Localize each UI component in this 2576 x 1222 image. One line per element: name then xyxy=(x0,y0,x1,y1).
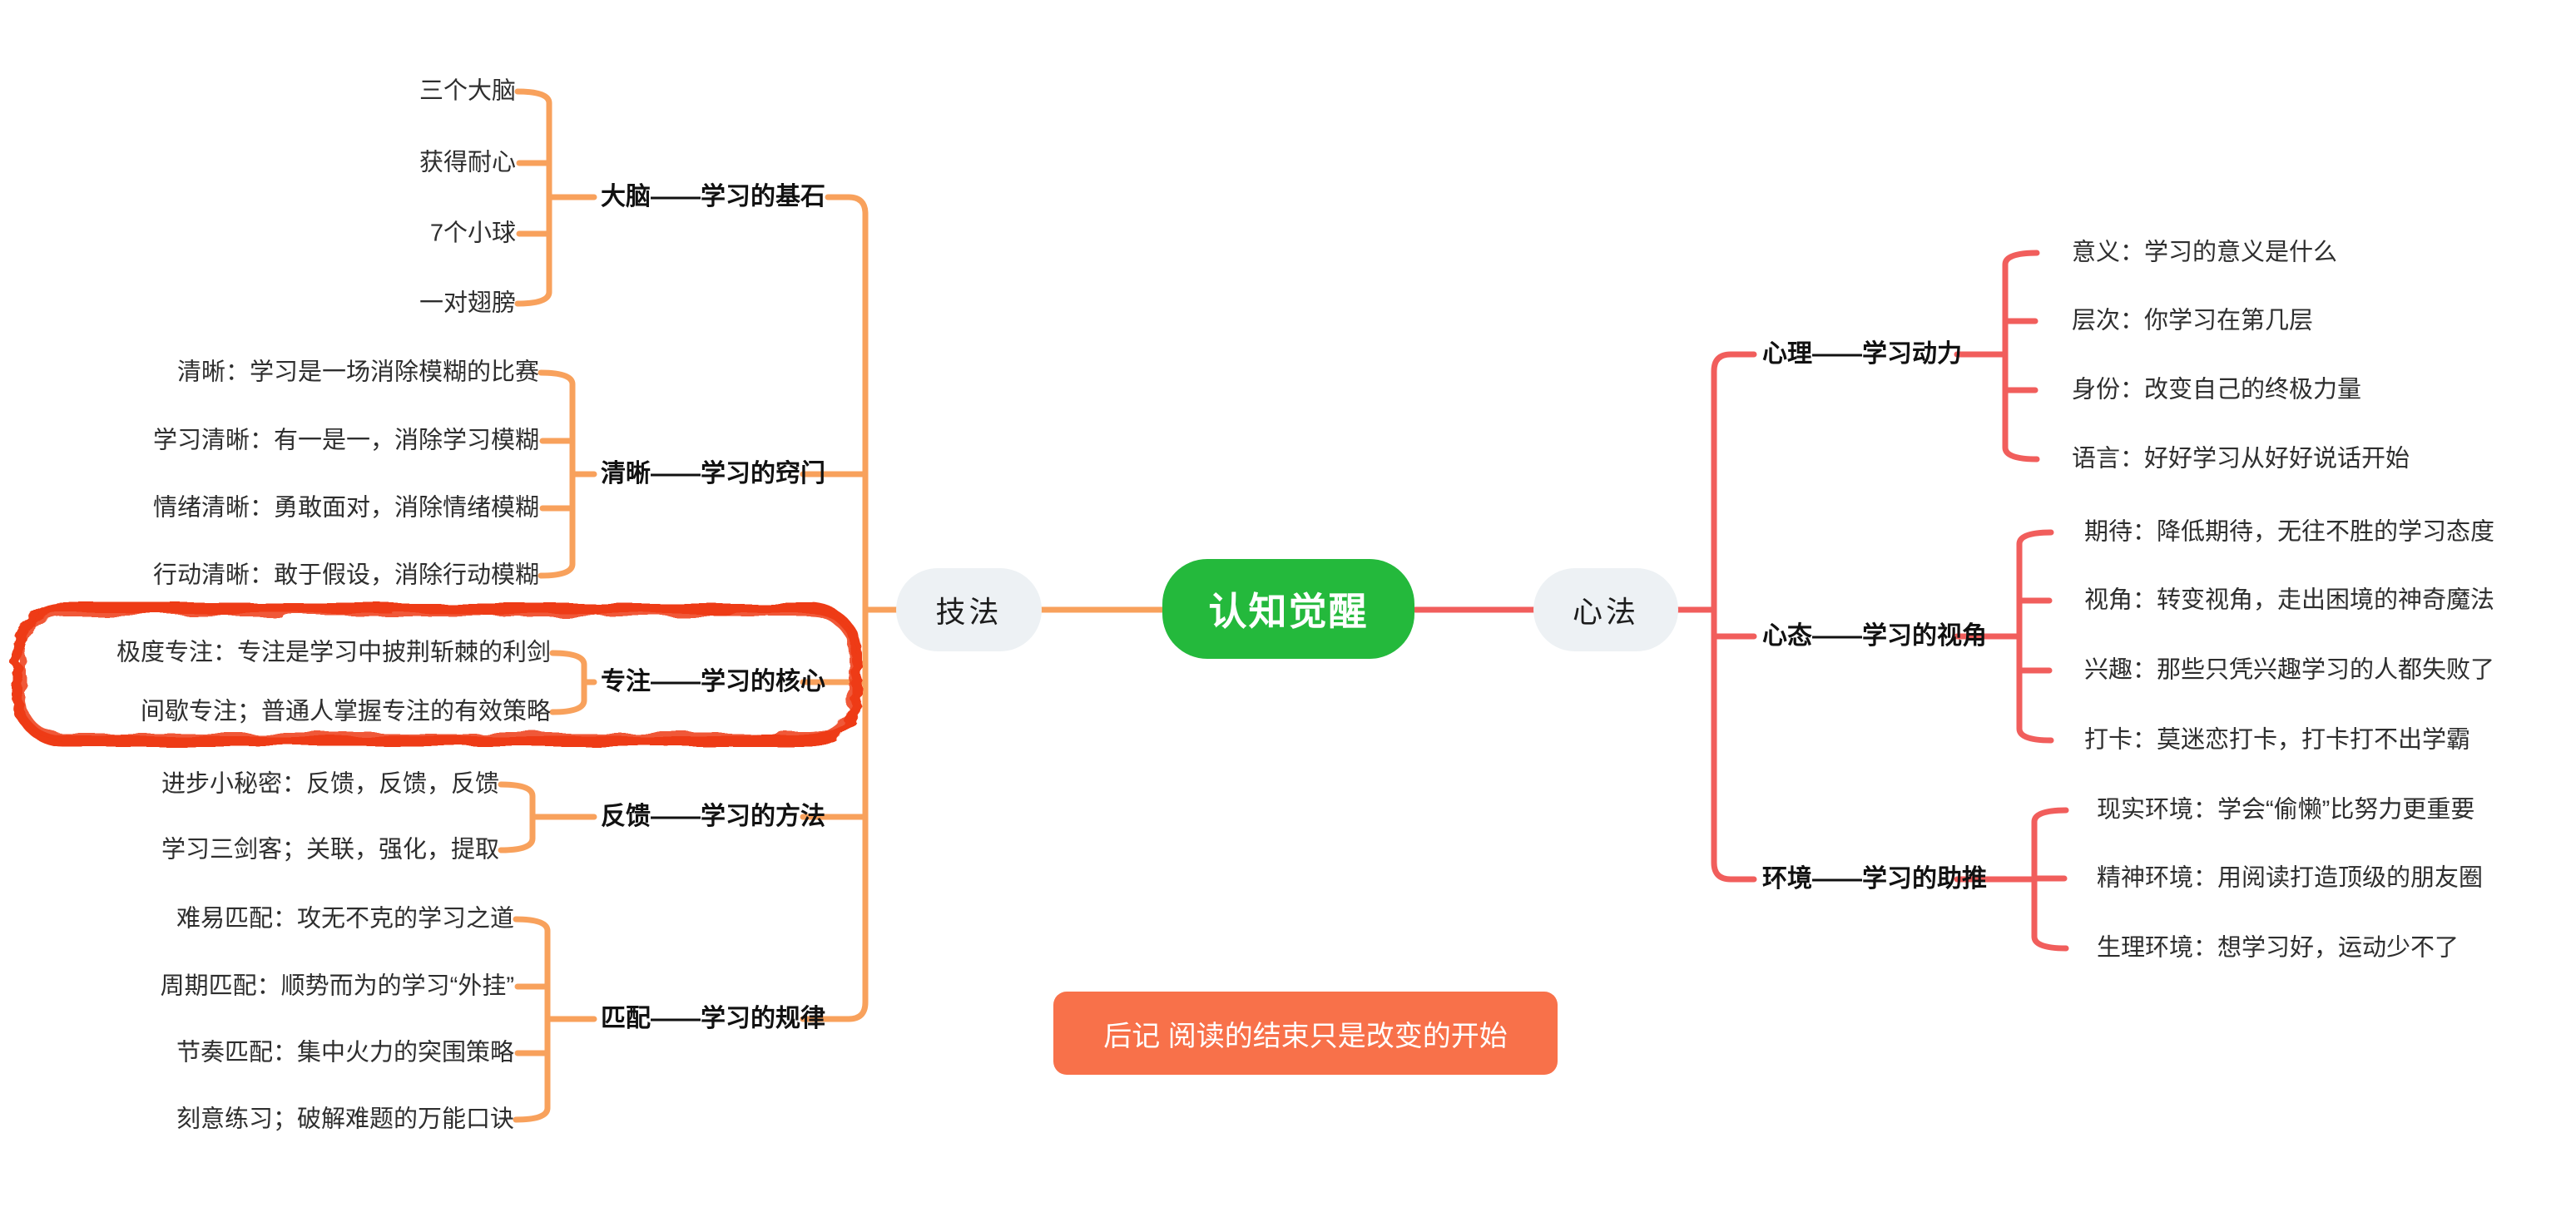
leaf-node[interactable]: 三个大脑 xyxy=(419,77,516,105)
marker-stroke xyxy=(17,608,857,741)
leaf-node[interactable]: 刻意练习；破解难题的万能口诀 xyxy=(176,1106,514,1133)
branch-label-match[interactable]: 匹配——学习的规律 xyxy=(601,1005,825,1032)
branch-label-clarity[interactable]: 清晰——学习的窍门 xyxy=(601,460,825,487)
leaf-node[interactable]: 节奏匹配：集中火力的突围策略 xyxy=(176,1039,514,1066)
connector xyxy=(2002,250,2040,463)
branch-label-environment[interactable]: 环境——学习的助推 xyxy=(1762,865,1987,893)
leaf-node[interactable]: 期待：降低期待，无往不胜的学习态度 xyxy=(2084,518,2495,546)
left-hub[interactable]: 技法 xyxy=(896,568,1042,651)
branch-label-focus[interactable]: 专注——学习的核心 xyxy=(601,668,825,695)
leaf-node[interactable]: 清晰：学习是一场消除模糊的比赛 xyxy=(176,359,539,386)
leaf-node[interactable]: 周期匹配：顺势而为的学习“外挂” xyxy=(160,972,514,1000)
leaf-node[interactable]: 获得耐心 xyxy=(419,149,516,176)
leaf-node[interactable]: 极度专注：专注是学习中披荆斩棘的利剑 xyxy=(116,639,551,666)
leaf-node[interactable]: 精神环境：用阅读打造顶级的朋友圈 xyxy=(2097,864,2484,892)
leaf-node[interactable]: 身份：改变自己的终极力量 xyxy=(2072,376,2362,403)
footnote-card[interactable]: 后记 阅读的结束只是改变的开始 xyxy=(1053,992,1558,1075)
branch-label-psychology[interactable]: 心理——学习动力 xyxy=(1762,340,1962,368)
central-topic[interactable]: 认知觉醒 xyxy=(1162,559,1414,659)
leaf-node[interactable]: 意义：学习的意义是什么 xyxy=(2072,239,2338,266)
leaf-node[interactable]: 现实环境：学会“偷懒”比努力更重要 xyxy=(2097,796,2475,824)
leaf-node[interactable]: 层次：你学习在第几层 xyxy=(2072,307,2314,334)
connector xyxy=(2016,529,2054,744)
leaf-node[interactable]: 学习三剑客；关联，强化，提取 xyxy=(161,836,499,863)
leaf-node[interactable]: 7个小球 xyxy=(429,220,516,247)
right-hub[interactable]: 心法 xyxy=(1533,568,1678,651)
leaf-node[interactable]: 打卡：莫迷恋打卡，打卡打不出学霸 xyxy=(2084,726,2471,754)
connector xyxy=(1711,351,1757,883)
marker-stroke xyxy=(12,603,862,746)
leaf-node[interactable]: 学习清晰：有一是一，消除学习模糊 xyxy=(152,427,539,454)
branch-label-feedback[interactable]: 反馈——学习的方法 xyxy=(601,803,825,830)
leaf-node[interactable]: 一对翅膀 xyxy=(419,289,516,317)
leaf-node[interactable]: 进步小秘密：反馈，反馈，反馈 xyxy=(161,770,499,798)
leaf-node[interactable]: 兴趣：那些只凭兴趣学习的人都失败了 xyxy=(2084,656,2495,684)
leaf-node[interactable]: 语言：好好学习从好好说话开始 xyxy=(2072,445,2410,472)
leaf-node[interactable]: 行动清晰：敢于假设，消除行动模糊 xyxy=(152,562,539,589)
branch-label-mindset[interactable]: 心态——学习的视角 xyxy=(1762,622,1987,650)
right-connectors xyxy=(1412,250,2069,952)
leaf-node[interactable]: 生理环境：想学习好，运动少不了 xyxy=(2097,934,2460,962)
leaf-node[interactable]: 视角：转变视角，走出困境的神奇魔法 xyxy=(2084,586,2495,614)
left-connectors xyxy=(498,88,1167,1123)
leaf-node[interactable]: 难易匹配：攻无不克的学习之道 xyxy=(176,905,514,933)
leaf-node[interactable]: 间歇专注；普通人掌握专注的有效策略 xyxy=(140,698,551,725)
leaf-node[interactable]: 情绪清晰：勇敢面对，消除情绪模糊 xyxy=(152,494,539,522)
branch-label-brain[interactable]: 大脑——学习的基石 xyxy=(601,183,825,210)
